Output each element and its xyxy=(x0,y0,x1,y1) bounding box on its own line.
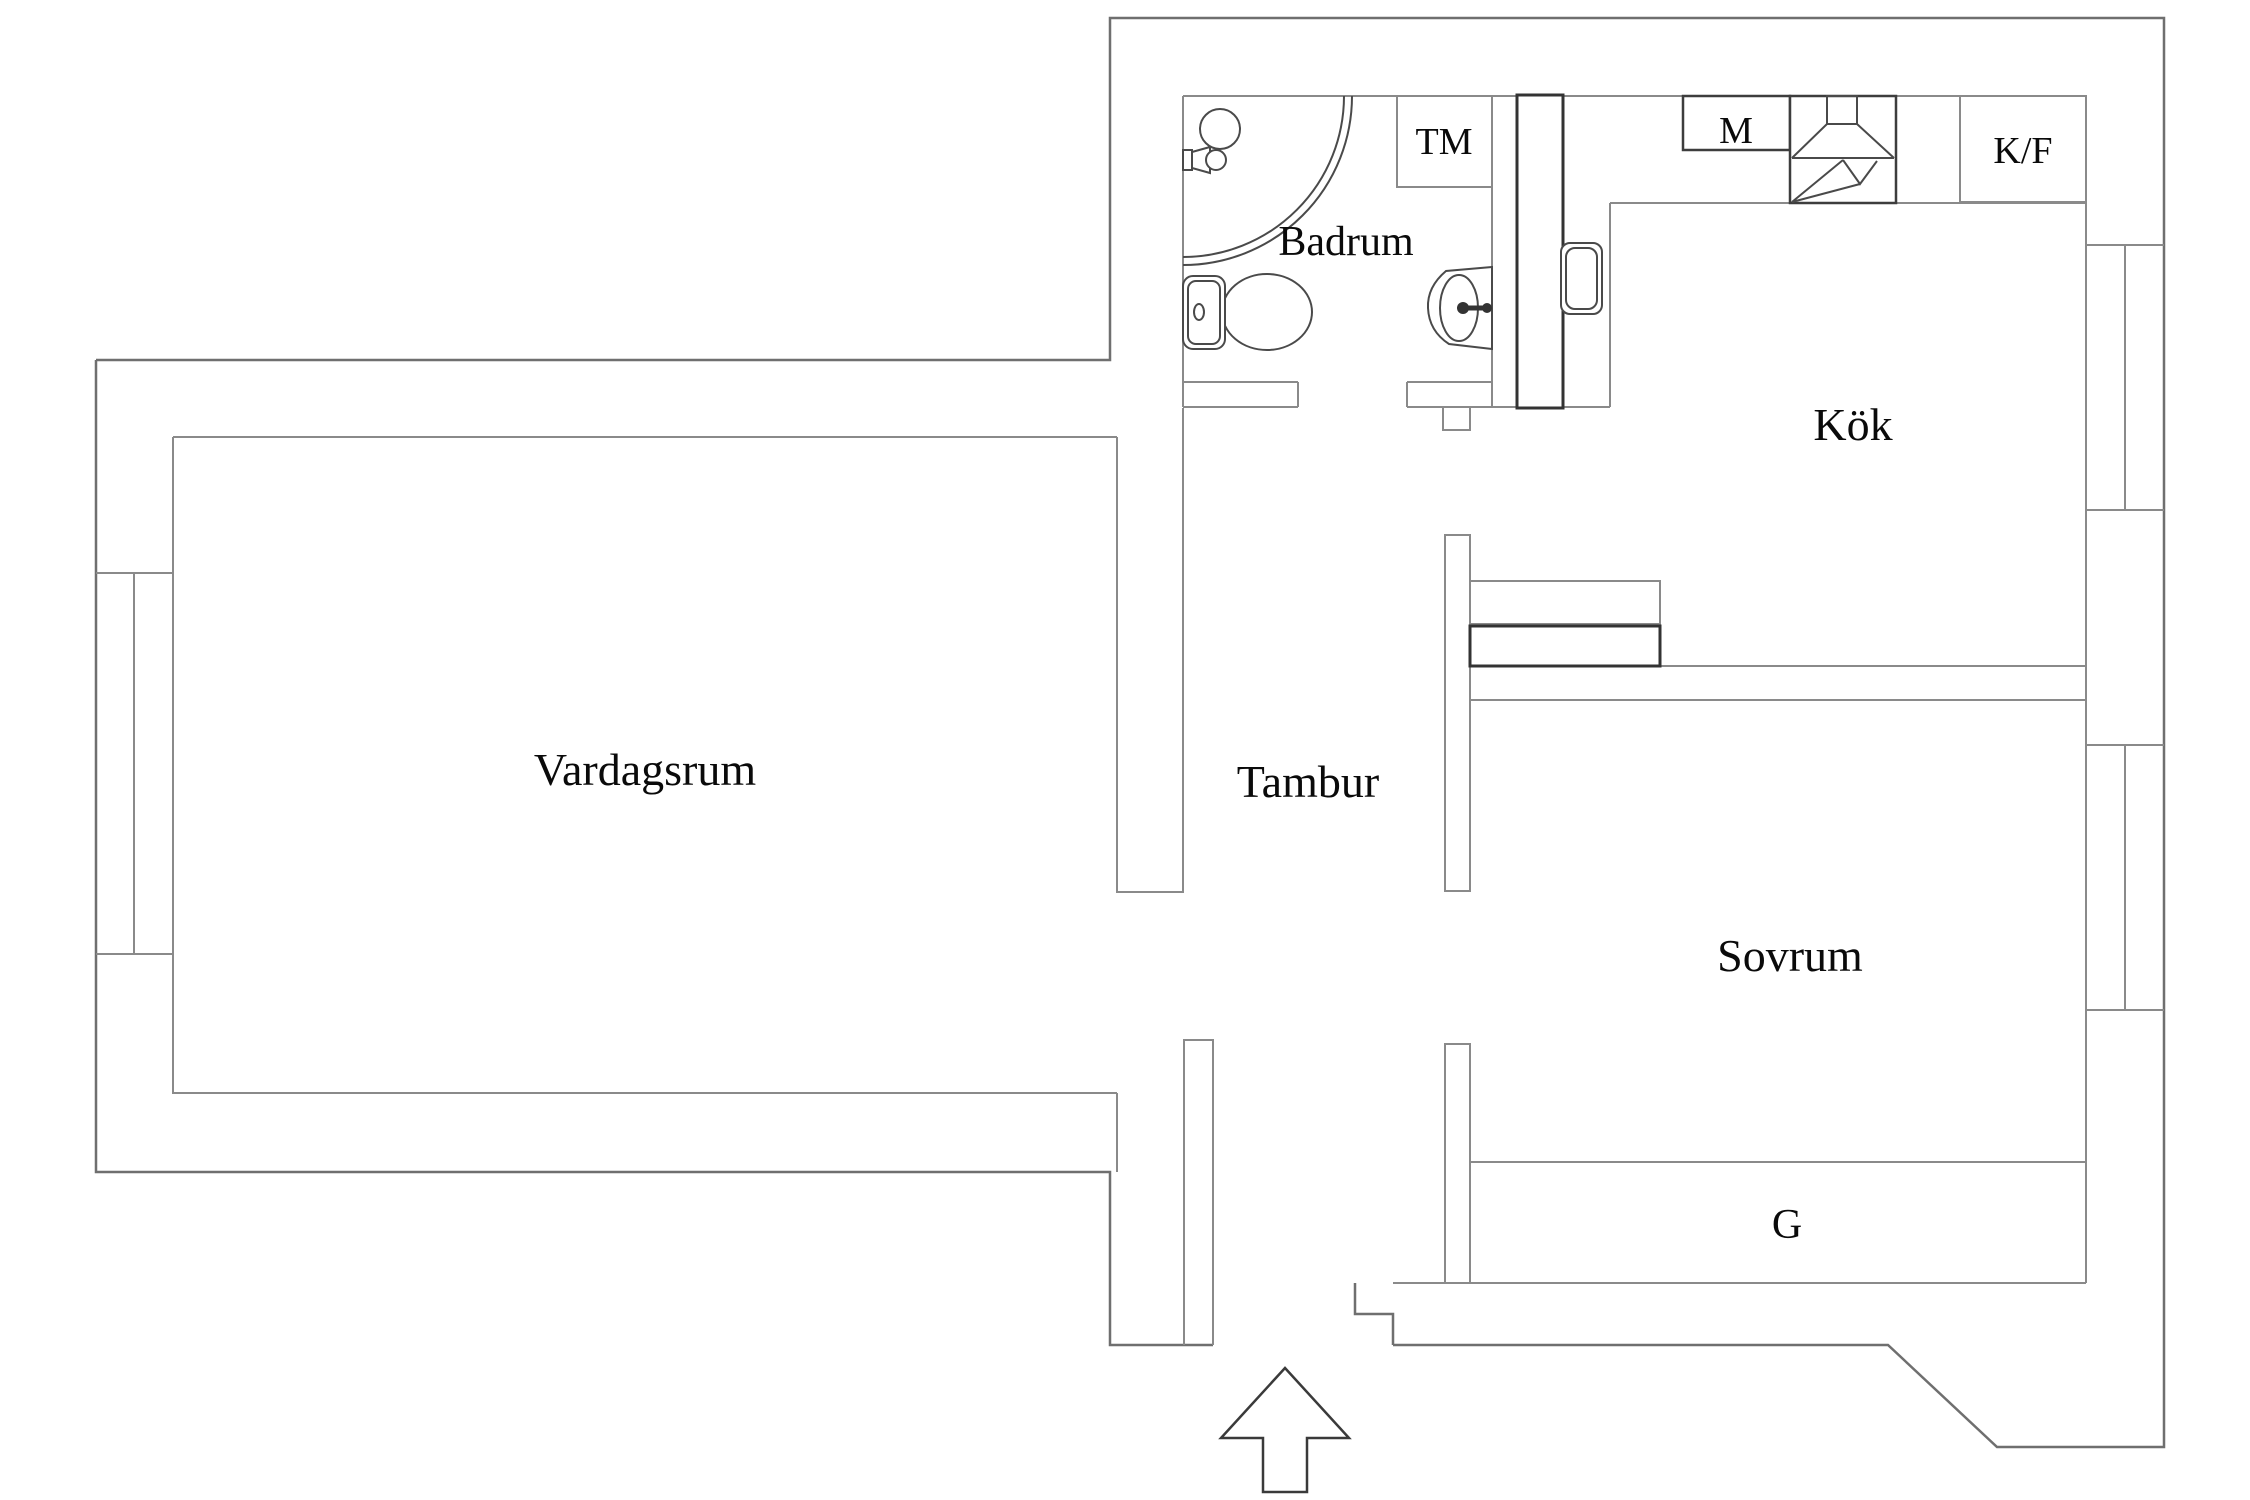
room-label-tambur: Tambur xyxy=(1237,756,1379,807)
fridge-freezer-box: K/F xyxy=(1959,95,2087,203)
closet-walls xyxy=(1393,1161,2086,1284)
entrance-arrow-icon xyxy=(1218,1366,1352,1494)
room-label-garderob: G xyxy=(1772,1202,1802,1248)
room-label-sovrum: Sovrum xyxy=(1717,930,1863,981)
kitchen-sink-icon xyxy=(1560,242,1603,315)
bathroom-sink-icon xyxy=(1426,265,1493,351)
stove-icon xyxy=(1788,94,1898,205)
tall-cabinet-icon xyxy=(1515,93,1565,410)
microwave-box: M xyxy=(1681,94,1792,152)
toilet-icon xyxy=(1182,273,1313,351)
exterior-walls xyxy=(94,16,2166,1449)
bedroom-window xyxy=(2086,744,2164,1011)
hallway-bedroom-wall xyxy=(1444,534,1471,1284)
floor-drain-icon xyxy=(1199,108,1241,150)
bathroom-walls xyxy=(1182,95,2086,431)
room-label-kok: Kök xyxy=(1813,399,1892,450)
shower-head-icon xyxy=(1182,145,1227,175)
room-label-vardagsrum: Vardagsrum xyxy=(534,744,756,795)
wardrobe-shelves-icon xyxy=(1468,580,1662,668)
washing-machine-box: TM xyxy=(1396,95,1493,188)
livingroom-walls xyxy=(172,408,1214,1345)
washing-machine-label: TM xyxy=(1416,121,1473,163)
livingroom-window xyxy=(96,572,173,955)
fridge-freezer-label: K/F xyxy=(1993,130,2052,172)
pipe-shaft xyxy=(1442,406,1471,431)
kitchen-window xyxy=(2086,244,2164,511)
room-label-badrum: Badrum xyxy=(1278,219,1414,265)
microwave-label: M xyxy=(1719,110,1753,152)
corner-shower-icon xyxy=(1182,95,1353,266)
